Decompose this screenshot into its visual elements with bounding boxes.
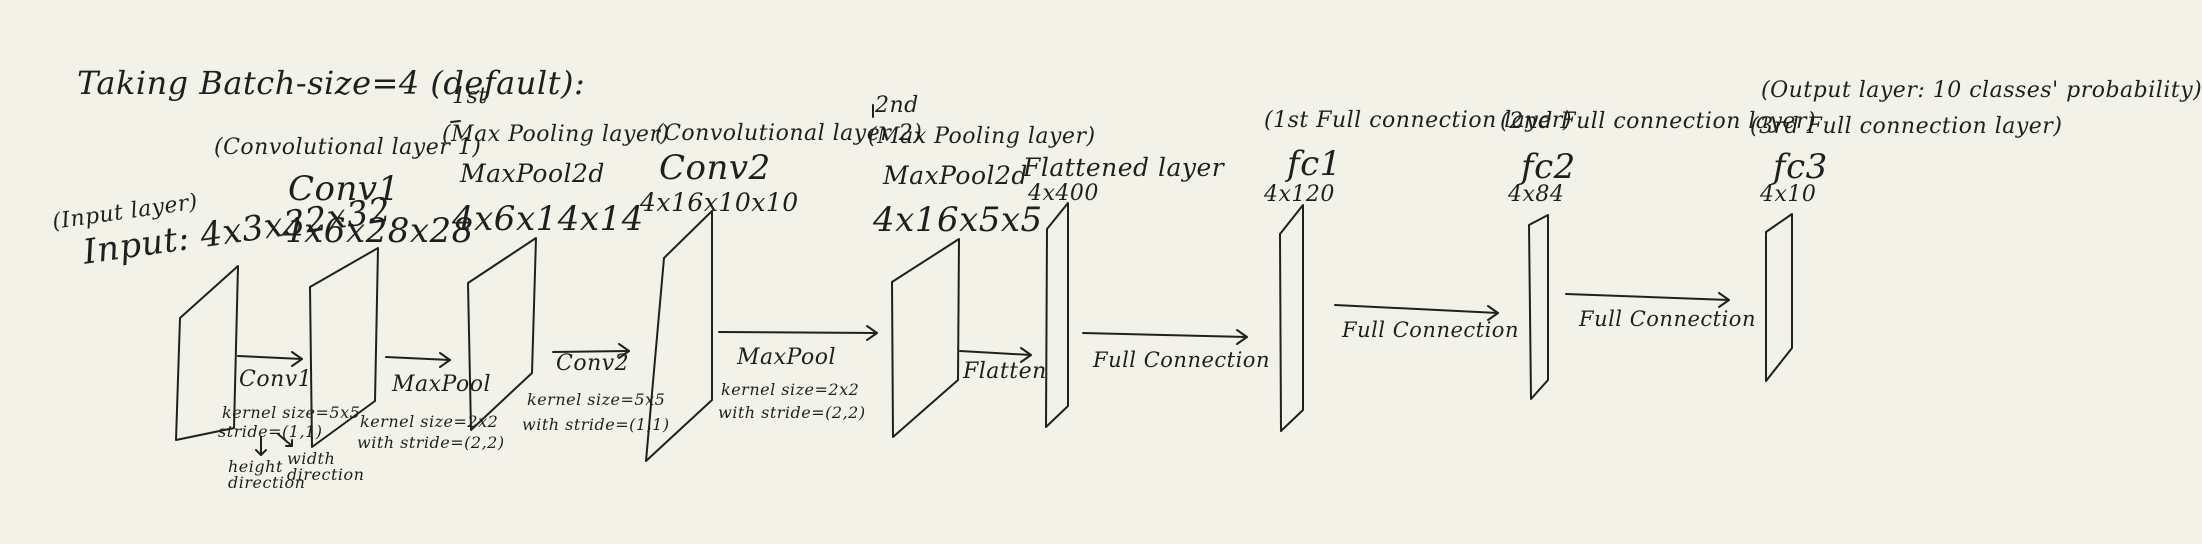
fc3-layer-role-line2: (3rd Full connection layer) bbox=[1750, 114, 2063, 139]
pool1-order-marker bbox=[450, 120, 461, 123]
conv1-op-kernel: kernel size=5x5 bbox=[222, 403, 361, 422]
fc3-op-label: Full Connection bbox=[1579, 307, 1756, 331]
diagram-lines bbox=[175, 104, 1793, 462]
fc2-layer-name: fc2 bbox=[1521, 147, 1576, 187]
pool1-op-kernel: kernel size=2x2 bbox=[360, 412, 499, 431]
conv2-layer-shape: 4x16x10x10 bbox=[640, 188, 799, 217]
pool2-layer-name: MaxPool2d bbox=[883, 161, 1028, 190]
arrow-fc1 bbox=[1082, 329, 1248, 345]
fc1-layer-role: (1st Full connection layer) bbox=[1264, 108, 1572, 133]
conv2-layer-role: (Convolutional layer 2) bbox=[655, 121, 923, 146]
fc3-tensor-shape bbox=[1765, 213, 1793, 382]
fc2-tensor-shape bbox=[1528, 214, 1549, 400]
arrow-conv2 bbox=[552, 343, 630, 359]
pool2-order: 2nd bbox=[875, 93, 919, 118]
conv1-layer-role: (Convolutional layer 1) bbox=[214, 135, 482, 160]
pool2-layer-shape: 4x16x5x5 bbox=[873, 200, 1043, 240]
flatten-layer-shape: 4x400 bbox=[1028, 181, 1099, 206]
height-direction-arrow bbox=[255, 436, 267, 456]
pool2-op-kernel: kernel size=2x2 bbox=[721, 380, 860, 399]
width-direction-arrow bbox=[277, 433, 293, 447]
arrow-pool1 bbox=[385, 352, 451, 368]
conv2-layer-name: Conv2 bbox=[659, 148, 771, 188]
arrow-flatten bbox=[959, 347, 1032, 363]
flatten-op-label: Flatten bbox=[963, 359, 1047, 384]
conv1-op-width-direction: width direction bbox=[287, 449, 365, 484]
fc3-layer-role-line1: (Output layer: 10 classes' probability) bbox=[1761, 78, 2202, 103]
fc1-layer-name: fc1 bbox=[1287, 144, 1342, 184]
conv1-op-height-direction: height direction bbox=[228, 457, 306, 492]
conv1-tensor-shape bbox=[309, 247, 379, 448]
conv2-op-kernel: kernel size=5x5 bbox=[527, 390, 666, 409]
arrow-fc2 bbox=[1334, 304, 1499, 321]
pool1-op-label: MaxPool bbox=[392, 372, 491, 397]
fc2-layer-shape: 4x84 bbox=[1508, 182, 1565, 207]
fc1-op-label: Full Connection bbox=[1093, 348, 1270, 372]
flatten-tensor-shape bbox=[1045, 202, 1069, 428]
input-tensor-shape bbox=[175, 265, 239, 441]
pool2-tensor-shape bbox=[891, 238, 960, 438]
conv1-layer-shape: 4x6x28x28 bbox=[282, 211, 474, 251]
arrow-fc3 bbox=[1565, 292, 1730, 308]
conv1-op-stride: stride=(1,1) bbox=[218, 422, 323, 441]
fc1-layer-shape: 4x120 bbox=[1264, 182, 1335, 207]
arrow-pool2 bbox=[718, 325, 878, 341]
fc3-layer-name: fc3 bbox=[1773, 147, 1828, 187]
conv1-op-label: Conv1 bbox=[239, 367, 313, 392]
pool1-order: 1st bbox=[452, 84, 488, 109]
fc3-layer-shape: 4x10 bbox=[1760, 182, 1817, 207]
pool1-layer-role: (Max Pooling layer) bbox=[442, 122, 670, 147]
pool1-layer-shape: 4x6x14x14 bbox=[452, 199, 644, 239]
fc1-tensor-shape bbox=[1279, 204, 1304, 432]
fc2-layer-role: (2nd Full connection layer) bbox=[1500, 109, 1817, 134]
pool2-op-label: MaxPool bbox=[737, 345, 836, 370]
pool2-layer-role: (Max Pooling layer) bbox=[868, 124, 1096, 149]
pool1-op-stride: with stride=(2,2) bbox=[357, 433, 505, 452]
conv1-layer-name: Conv1 bbox=[288, 169, 400, 209]
pool1-tensor-shape bbox=[467, 237, 537, 431]
flatten-layer-role: Flattened layer bbox=[1023, 153, 1225, 182]
conv2-tensor-shape bbox=[645, 210, 713, 462]
diagram-canvas: Taking Batch-size=4 (default): (Input la… bbox=[50, 64, 2202, 492]
pool2-op-stride: with stride=(2,2) bbox=[718, 403, 866, 422]
arrow-conv1 bbox=[237, 351, 303, 367]
fc2-op-label: Full Connection bbox=[1342, 318, 1519, 342]
diagram-title: Taking Batch-size=4 (default): bbox=[77, 64, 586, 102]
pool1-layer-name: MaxPool2d bbox=[460, 159, 605, 188]
conv2-op-label: Conv2 bbox=[556, 351, 630, 376]
conv2-op-stride: with stride=(1,1) bbox=[522, 415, 670, 434]
